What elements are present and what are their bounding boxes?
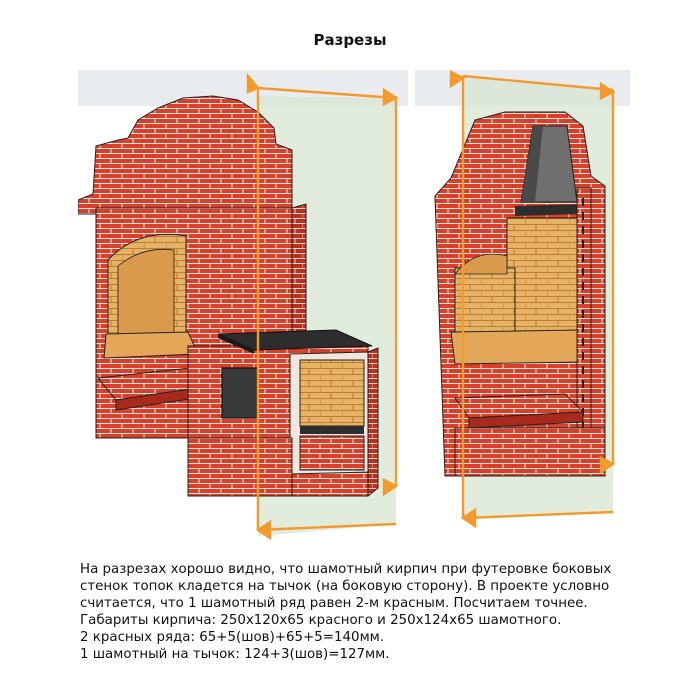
stove-top-front bbox=[218, 334, 254, 354]
firebox-floor bbox=[450, 329, 584, 365]
stove-firebrick bbox=[299, 359, 365, 427]
page-title: Разрезы bbox=[313, 31, 387, 49]
smoke-hood-shade bbox=[521, 126, 543, 202]
tower-base bbox=[187, 437, 293, 497]
paragraph-2: 2 красных ряда: 65+5(шов)+65+5=140мм. bbox=[80, 630, 385, 645]
stove-top bbox=[217, 329, 373, 351]
stove-side-wall bbox=[367, 347, 379, 498]
firebox-arch-inner bbox=[117, 248, 175, 335]
ash-pit bbox=[299, 435, 365, 471]
grill-shelf-front bbox=[468, 411, 584, 429]
firebox-back bbox=[454, 267, 516, 333]
firebox-floor bbox=[103, 331, 199, 359]
stove-section-left bbox=[78, 70, 408, 541]
body-text: На разрезах хорошо видно, что шамотный к… bbox=[80, 561, 660, 663]
paragraph-1: На разрезах хорошо видно, что шамотный к… bbox=[80, 562, 612, 628]
stove-grate bbox=[300, 426, 364, 434]
firebox-arch bbox=[454, 253, 508, 275]
firebox-lining bbox=[506, 217, 578, 335]
paragraph-3: 1 шамотный на тычок: 124+3(шов)=127мм. bbox=[80, 647, 390, 662]
tower-base bbox=[454, 427, 606, 477]
chimney-dome bbox=[78, 95, 293, 215]
cut-arrows bbox=[449, 70, 616, 529]
stove-door bbox=[221, 367, 259, 419]
cut-arrows bbox=[246, 72, 399, 541]
stove-section-right bbox=[415, 70, 630, 529]
hood-slab bbox=[515, 204, 583, 216]
